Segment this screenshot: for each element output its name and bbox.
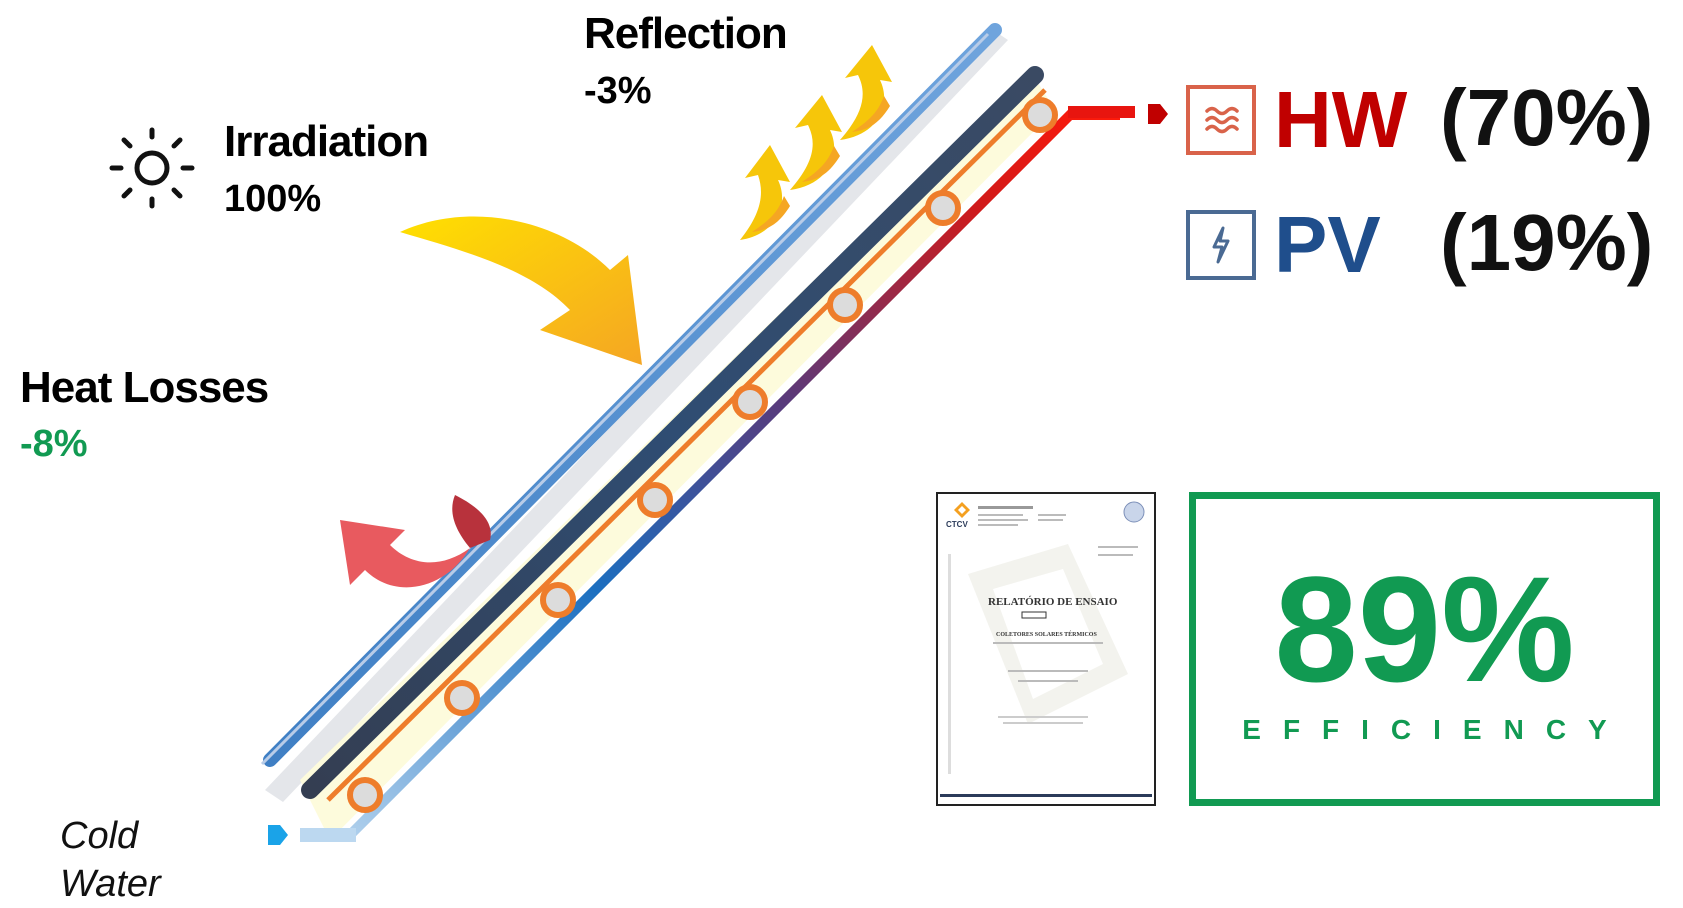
irradiation-title: Irradiation xyxy=(224,117,429,166)
report-subtitle: COLETORES SOLARES TÉRMICOS xyxy=(996,632,1097,638)
sun-icon xyxy=(109,127,195,209)
heat-losses-value: -8% xyxy=(20,423,88,465)
hot-outlet-marker xyxy=(1148,104,1168,124)
reflection-arrows xyxy=(740,45,892,240)
absorber-layer xyxy=(301,66,1044,799)
output-hw: HW xyxy=(1186,80,1407,160)
efficiency-value: 89% xyxy=(1274,545,1575,713)
efficiency-box: 89% EFFICIENCY xyxy=(1189,492,1660,806)
irradiation-arrow xyxy=(400,216,642,365)
irradiation-value: 100% xyxy=(224,178,322,220)
heat-icon xyxy=(1186,85,1256,155)
lightning-icon xyxy=(1186,210,1256,280)
reflection-title: Reflection xyxy=(584,9,788,58)
glass-layer xyxy=(263,23,1002,767)
report-org: CTCV xyxy=(946,520,968,529)
panel-layers xyxy=(260,23,1135,842)
pv-name: PV xyxy=(1274,200,1381,289)
report-title: RELATÓRIO DE ENSAIO xyxy=(988,596,1118,608)
output-pv: PV xyxy=(1186,205,1381,285)
reflection-value: -3% xyxy=(584,70,652,112)
hw-pct: (70%) xyxy=(1440,73,1654,162)
test-report-document: CTCV RELATÓRIO DE ENSAIO COLETORES SOLAR… xyxy=(936,492,1156,806)
cold-inlet-marker xyxy=(268,825,288,845)
heat-losses-title: Heat Losses xyxy=(20,363,269,412)
cold-water-line2: Water xyxy=(60,863,161,905)
heat-loss-arrow xyxy=(340,520,470,588)
cold-water-label: Cold Water xyxy=(60,812,161,908)
efficiency-label: EFFICIENCY xyxy=(1242,714,1629,745)
cold-water-line1: Cold xyxy=(60,815,139,857)
report-graphics xyxy=(940,501,1152,797)
pv-pct: (19%) xyxy=(1440,198,1654,287)
glass-backing xyxy=(265,28,1008,802)
pipe-rings xyxy=(347,97,1058,813)
hw-name: HW xyxy=(1274,75,1408,164)
